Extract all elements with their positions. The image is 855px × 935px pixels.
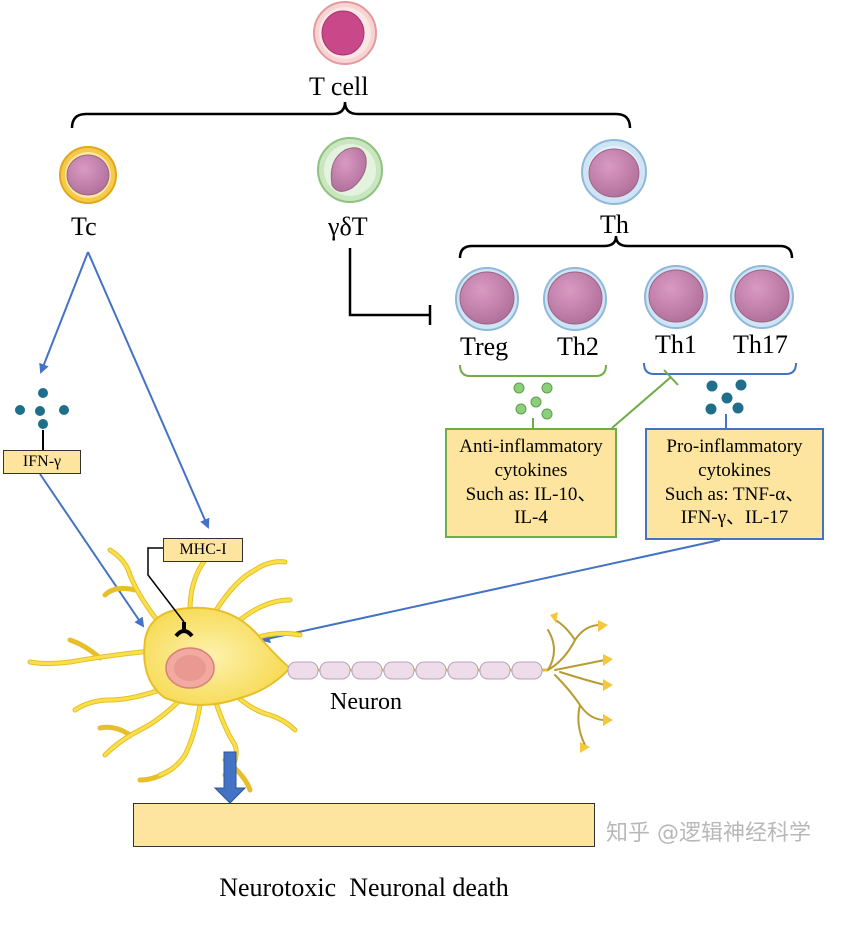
neuron-axon — [287, 661, 548, 680]
anti-inflammatory-box: Anti-inflammatory cytokines Such as: IL-… — [445, 428, 617, 538]
mhc-i-label: MHC-I — [163, 538, 243, 562]
ifn-to-neuron-arrow — [39, 473, 145, 628]
treg-label: Treg — [460, 332, 509, 361]
tc-label: Tc — [71, 212, 97, 241]
outcome-arrow — [213, 751, 247, 804]
pro-bracket — [643, 362, 797, 375]
gdt-label: γδT — [328, 212, 368, 241]
anti-bracket — [459, 364, 607, 377]
gdt-inhibition-line — [348, 248, 430, 317]
gdt-cell-icon — [317, 137, 383, 203]
t-cell-label: T cell — [309, 72, 369, 101]
anti-inhibits-th1-line — [611, 376, 672, 429]
anti-inhibits-th1-bar — [663, 369, 679, 386]
treg-cell-icon — [455, 267, 519, 331]
anti-line-4: IL-4 — [514, 507, 548, 529]
pro-cytokine-dots — [705, 379, 747, 415]
th17-cell-icon — [730, 265, 794, 329]
th17-label: Th17 — [733, 330, 788, 359]
anti-line-1: Anti-inflammatory — [459, 436, 603, 457]
t-cell-icon — [313, 1, 377, 65]
t-cell-diagram — [15, 1, 797, 804]
neuron-nucleus-inner — [174, 655, 206, 681]
pro-inflammatory-box: Pro-inflammatory cytokines Such as: TNF-… — [645, 428, 824, 540]
neuron-label: Neuron — [330, 689, 402, 715]
anti-cytokine-dots — [513, 382, 553, 420]
anti-line-3: Such as: IL-10、 — [465, 483, 597, 505]
mhc-i-pointer-line — [147, 547, 185, 623]
neuron-soma — [143, 606, 292, 706]
pro-line-3: Such as: TNF-α、 — [664, 483, 805, 505]
tc-to-mhc-arrow — [87, 251, 210, 529]
pro-line-1: Pro-inflammatory — [666, 436, 803, 457]
th2-cell-icon — [543, 267, 607, 331]
th-label: Th — [600, 210, 629, 239]
tc-to-ifn-arrow — [39, 251, 89, 374]
pro-line-2: cytokines — [698, 459, 771, 481]
th1-cell-icon — [644, 265, 708, 329]
watermark: 知乎 @逻辑神经科学 — [606, 821, 811, 846]
th2-label: Th2 — [557, 332, 599, 361]
outcome-label: Neurotoxic Neuronal death — [219, 873, 509, 902]
ifn-dots — [15, 388, 69, 429]
pro-to-neuron-arrow — [260, 539, 721, 644]
neuron-dendrites-fill — [28, 548, 302, 777]
th-brace — [458, 235, 794, 259]
outcome-box: Neurotoxic Neuronal death — [133, 803, 595, 902]
ifn-gamma-label: IFN-γ — [3, 450, 81, 474]
t-cell-brace — [70, 101, 632, 129]
axon-terminal-buttons — [550, 612, 613, 753]
anti-line-2: cytokines — [494, 459, 568, 481]
mhc-i-receptor-icon — [174, 622, 194, 638]
th1-label: Th1 — [655, 330, 697, 359]
axon-terminals — [547, 619, 606, 746]
th-cell-icon — [581, 139, 647, 205]
tc-cell-icon — [59, 146, 117, 204]
pro-line-4: IFN-γ、IL-17 — [680, 507, 789, 529]
